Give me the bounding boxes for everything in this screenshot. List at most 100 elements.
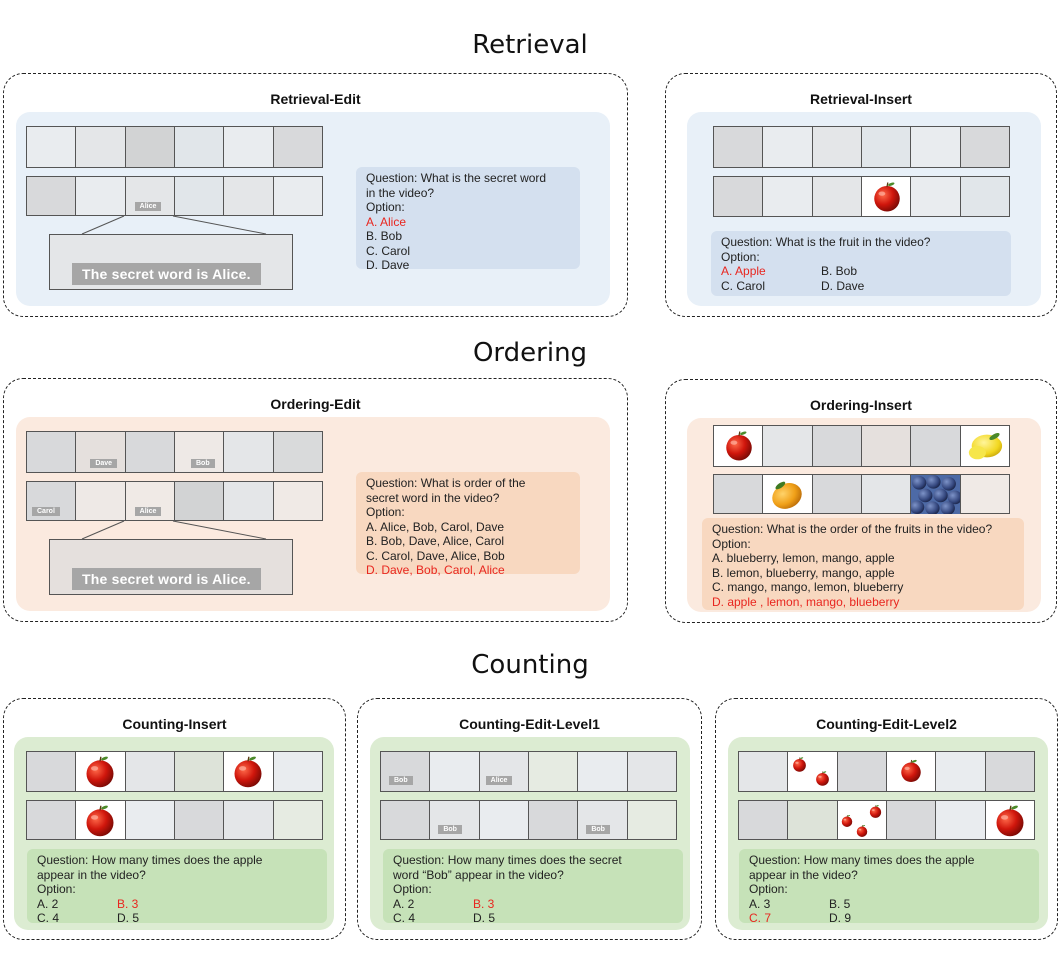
video-frame — [27, 127, 77, 167]
video-frame — [714, 177, 764, 216]
option-d-correct: D. apple , lemon, mango, blueberry — [712, 594, 900, 609]
apple-icon — [82, 754, 118, 790]
video-frame-strip — [738, 751, 1035, 792]
video-frame — [985, 801, 1034, 839]
video-frame: Bob — [174, 432, 225, 472]
question-box: Question: What is order of the secret wo… — [356, 472, 580, 577]
video-frame: Dave — [76, 432, 126, 472]
panel-title: Counting-Edit-Level1 — [459, 716, 600, 732]
option-c: C. Carol — [366, 243, 411, 258]
option-b-correct: B. 3 — [473, 896, 495, 911]
question-box: Question: How many times does the secret… — [383, 849, 683, 925]
video-frame — [861, 475, 912, 513]
apple-icon — [230, 754, 266, 790]
option-label: Option: — [712, 536, 751, 551]
video-frame — [763, 177, 813, 216]
video-frame — [27, 801, 77, 839]
apple-icon — [992, 803, 1028, 839]
video-frame — [27, 752, 77, 791]
video-frame — [739, 752, 789, 791]
option-label: Option: — [366, 505, 405, 519]
video-frame — [837, 801, 887, 839]
apple-icon — [82, 803, 118, 839]
panel-title: Ordering-Insert — [810, 397, 912, 413]
panel-counting-edit-level2: Counting-Edit-Level2 Question: How many … — [715, 698, 1058, 940]
video-frame — [174, 127, 225, 167]
question-line: Question: How many times does the secret — [393, 853, 622, 867]
video-frame — [763, 475, 813, 514]
option-a: A. Alice, Bob, Carol, Dave — [366, 519, 505, 534]
option-a: A. blueberry, lemon, mango, apple — [712, 551, 895, 565]
apple-icon — [722, 429, 756, 463]
video-frame — [911, 426, 961, 466]
word-tag: Bob — [190, 459, 215, 468]
video-frame: Alice — [125, 177, 175, 215]
video-frame — [273, 801, 322, 839]
video-frame — [125, 127, 175, 167]
option-d: D. Dave — [366, 258, 410, 272]
apple-icon — [898, 758, 924, 784]
video-frame — [960, 475, 1009, 513]
video-frame — [528, 752, 579, 791]
video-frame — [125, 432, 175, 472]
panel-ordering-edit: Ordering-Edit Dave Bob Carol Alice The s… — [3, 378, 628, 622]
question-box: Question: How many times does the apple … — [27, 849, 327, 925]
video-frame: Bob — [430, 801, 480, 839]
question-line: appear in the video? — [749, 867, 858, 882]
question-line: Question: What is order of the — [366, 476, 526, 490]
video-frame — [960, 177, 1009, 216]
video-frame — [936, 752, 986, 791]
video-frame — [224, 482, 274, 520]
option-c: C. 4 — [393, 911, 416, 925]
video-frame — [273, 482, 322, 520]
option-b: B. 5 — [829, 896, 851, 911]
video-frame — [627, 801, 676, 839]
option-d-correct: D. Dave, Bob, Carol, Alice — [366, 563, 505, 577]
option-b: B. lemon, blueberry, mango, apple — [712, 565, 895, 580]
question-box: Question: What is the secret word in the… — [356, 167, 580, 272]
option-d: D. Dave — [821, 278, 865, 293]
video-frame-strip — [713, 126, 1010, 168]
panel-title: Retrieval-Insert — [810, 91, 912, 107]
video-frame — [578, 752, 628, 791]
option-d: D. 9 — [829, 911, 852, 925]
video-frame — [273, 177, 322, 215]
video-frame — [273, 127, 322, 167]
video-frame — [739, 801, 789, 839]
video-frame: Bob — [381, 752, 431, 791]
apple-icon — [791, 756, 808, 773]
video-frame — [812, 426, 862, 466]
video-frame-strip: Carol Alice — [26, 481, 323, 521]
video-frame — [174, 752, 225, 791]
video-frame-strip — [738, 800, 1035, 840]
apple-icon — [855, 824, 869, 838]
video-frame: Alice — [479, 752, 529, 791]
video-frame — [76, 177, 126, 215]
video-frame — [528, 801, 579, 839]
video-frame — [911, 127, 961, 167]
video-frame — [763, 127, 813, 167]
zoom-connector-lines — [81, 520, 267, 540]
video-frame — [763, 426, 813, 466]
mango-icon — [767, 476, 807, 514]
question-line: secret word in the video? — [366, 490, 500, 505]
zoomed-frame: The secret word is Alice. — [49, 539, 293, 595]
video-frame — [125, 801, 175, 839]
apple-icon — [840, 814, 854, 828]
question-box: Question: What is the fruit in the video… — [711, 231, 1011, 296]
video-frame — [960, 426, 1009, 466]
question-line: Question: What is the order of the fruit… — [712, 522, 993, 536]
option-c-correct: C. 7 — [749, 911, 772, 925]
option-b: B. Bob — [366, 229, 403, 243]
panel-counting-edit-level1: Counting-Edit-Level1 Bob Alice Bob Bob Q… — [357, 698, 702, 940]
option-b: B. Bob, Dave, Alice, Carol — [366, 534, 505, 548]
option-a-correct: A. Apple — [721, 264, 766, 278]
video-frame — [224, 801, 274, 839]
video-frame — [27, 177, 77, 215]
word-tag: Alice — [134, 507, 162, 516]
panel-title: Ordering-Edit — [270, 396, 361, 412]
zoomed-text: The secret word is Alice. — [72, 263, 261, 285]
video-frame — [273, 432, 322, 472]
zoom-connector-lines — [81, 215, 267, 235]
word-tag: Bob — [586, 825, 610, 834]
